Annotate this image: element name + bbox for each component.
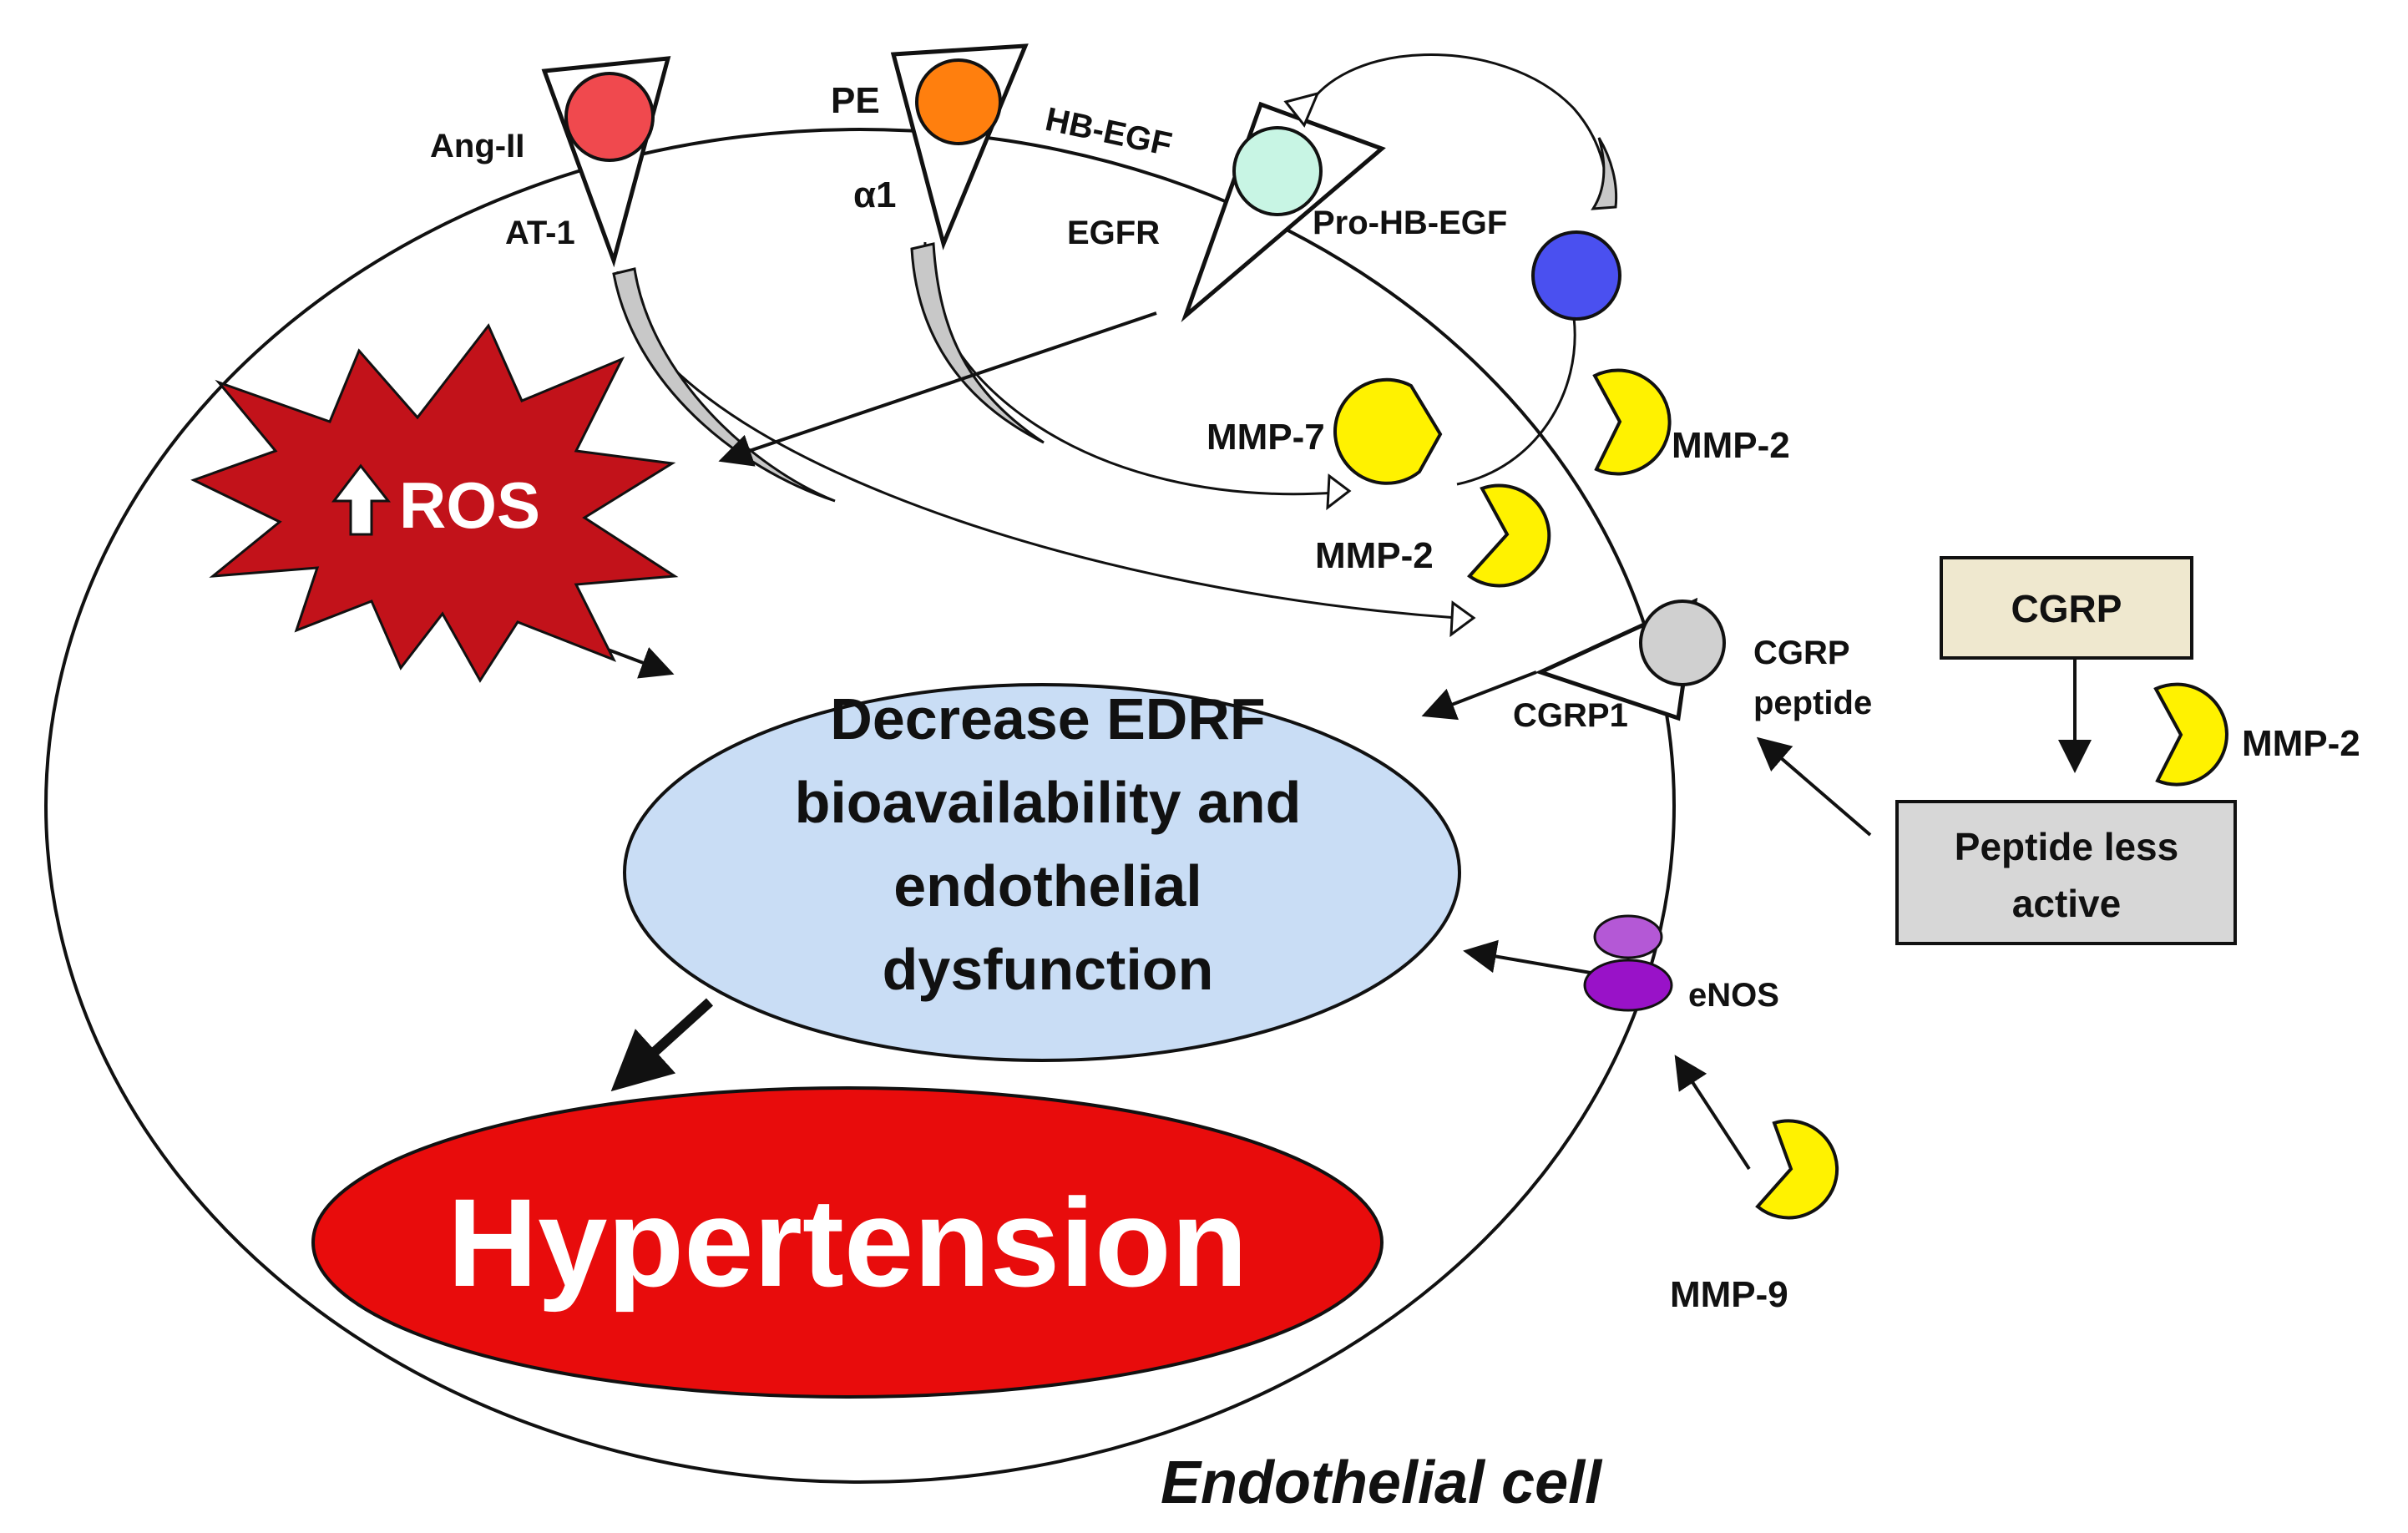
enos-top-icon bbox=[1593, 914, 1663, 959]
peptide-less-active-box bbox=[1895, 800, 2237, 945]
cgrp1-label: CGRP1 bbox=[1513, 697, 1628, 734]
edrf-text-line4: dysfunction bbox=[883, 937, 1214, 1002]
mmp9-to-enos-arrow bbox=[1674, 1055, 1751, 1171]
mmp9-label: MMP-9 bbox=[1670, 1274, 1788, 1315]
cgrp1-to-edrf-arrow bbox=[1421, 670, 1537, 721]
up-arrow-icon bbox=[331, 463, 392, 536]
hb-egf-ligand bbox=[1232, 126, 1323, 216]
egfr-label: EGFR bbox=[1067, 215, 1160, 251]
pro-hb-egf-ligand bbox=[1531, 230, 1621, 321]
enos-label: eNOS bbox=[1688, 977, 1779, 1014]
hypertension-label: Hypertension bbox=[448, 1172, 1248, 1313]
peptide-to-cgrp-arrow bbox=[1756, 736, 1872, 837]
alpha1-signal-tail bbox=[910, 242, 1045, 444]
shedding-loop-arrowhead bbox=[1283, 91, 1320, 128]
mmp2-outer-enzyme-icon bbox=[1592, 368, 1672, 476]
cgrp-peptide-label-line2: peptide bbox=[1753, 685, 1872, 721]
pe-label: PE bbox=[831, 80, 880, 121]
mmp2-box-enzyme-icon bbox=[2153, 682, 2228, 787]
pro-hb-egf-tether bbox=[1456, 316, 1576, 486]
mmp2-inner-label: MMP-2 bbox=[1315, 535, 1434, 576]
at1-label: AT-1 bbox=[505, 215, 575, 251]
cell-membrane bbox=[44, 128, 1676, 1484]
cgrp-box bbox=[1940, 556, 2193, 660]
hypertension-ellipse bbox=[311, 1086, 1384, 1399]
enos-to-edrf-arrow bbox=[1463, 939, 1591, 974]
ros-label: ROS bbox=[399, 468, 540, 542]
edrf-text-line1: Decrease EDRF bbox=[830, 686, 1265, 751]
shedding-loop-path bbox=[1301, 53, 1608, 210]
shedding-loop-tail bbox=[1591, 137, 1618, 210]
at1-signal-tail bbox=[612, 267, 836, 503]
pro-hb-egf-label: Pro-HB-EGF bbox=[1313, 205, 1507, 241]
ang-ii-label: Ang-II bbox=[430, 128, 524, 164]
peptide-less-line2: active bbox=[2012, 882, 2121, 925]
hb-egf-label: HB-EGF bbox=[1042, 101, 1175, 164]
mmp7-label: MMP-7 bbox=[1207, 417, 1325, 458]
at1-signal-arrowhead bbox=[1449, 600, 1476, 638]
alpha1-signal-arrowhead bbox=[1326, 473, 1352, 511]
peptide-less-line1: Peptide less bbox=[1955, 825, 2178, 868]
ang-ii-ligand bbox=[564, 72, 655, 162]
cgrp-peptide-ligand bbox=[1639, 600, 1726, 686]
mmp2-outer-label: MMP-2 bbox=[1672, 425, 1790, 466]
mmp7-enzyme-icon bbox=[1333, 377, 1443, 485]
mmp9-enzyme-icon bbox=[1755, 1119, 1839, 1220]
alpha1-label: α1 bbox=[853, 175, 897, 215]
egfr-to-ros-arrow bbox=[718, 311, 1157, 467]
edrf-ellipse bbox=[623, 683, 1461, 1062]
pe-ligand bbox=[915, 58, 1002, 145]
cgrp-peptide-label-line1: CGRP bbox=[1753, 635, 1850, 671]
edrf-to-hypertension-arrow bbox=[610, 998, 714, 1092]
cell-label: Endothelial cell bbox=[1161, 1450, 1603, 1516]
mmp2-box-label: MMP-2 bbox=[2242, 723, 2360, 764]
edrf-text-line2: bioavailability and bbox=[795, 770, 1302, 835]
cgrp-box-label: CGRP bbox=[2011, 587, 2122, 630]
ros-starburst-icon bbox=[190, 323, 679, 683]
mmp2-inner-enzyme-icon bbox=[1467, 483, 1551, 588]
enos-bottom-icon bbox=[1583, 959, 1673, 1012]
edrf-text-line3: endothelial bbox=[893, 853, 1201, 918]
